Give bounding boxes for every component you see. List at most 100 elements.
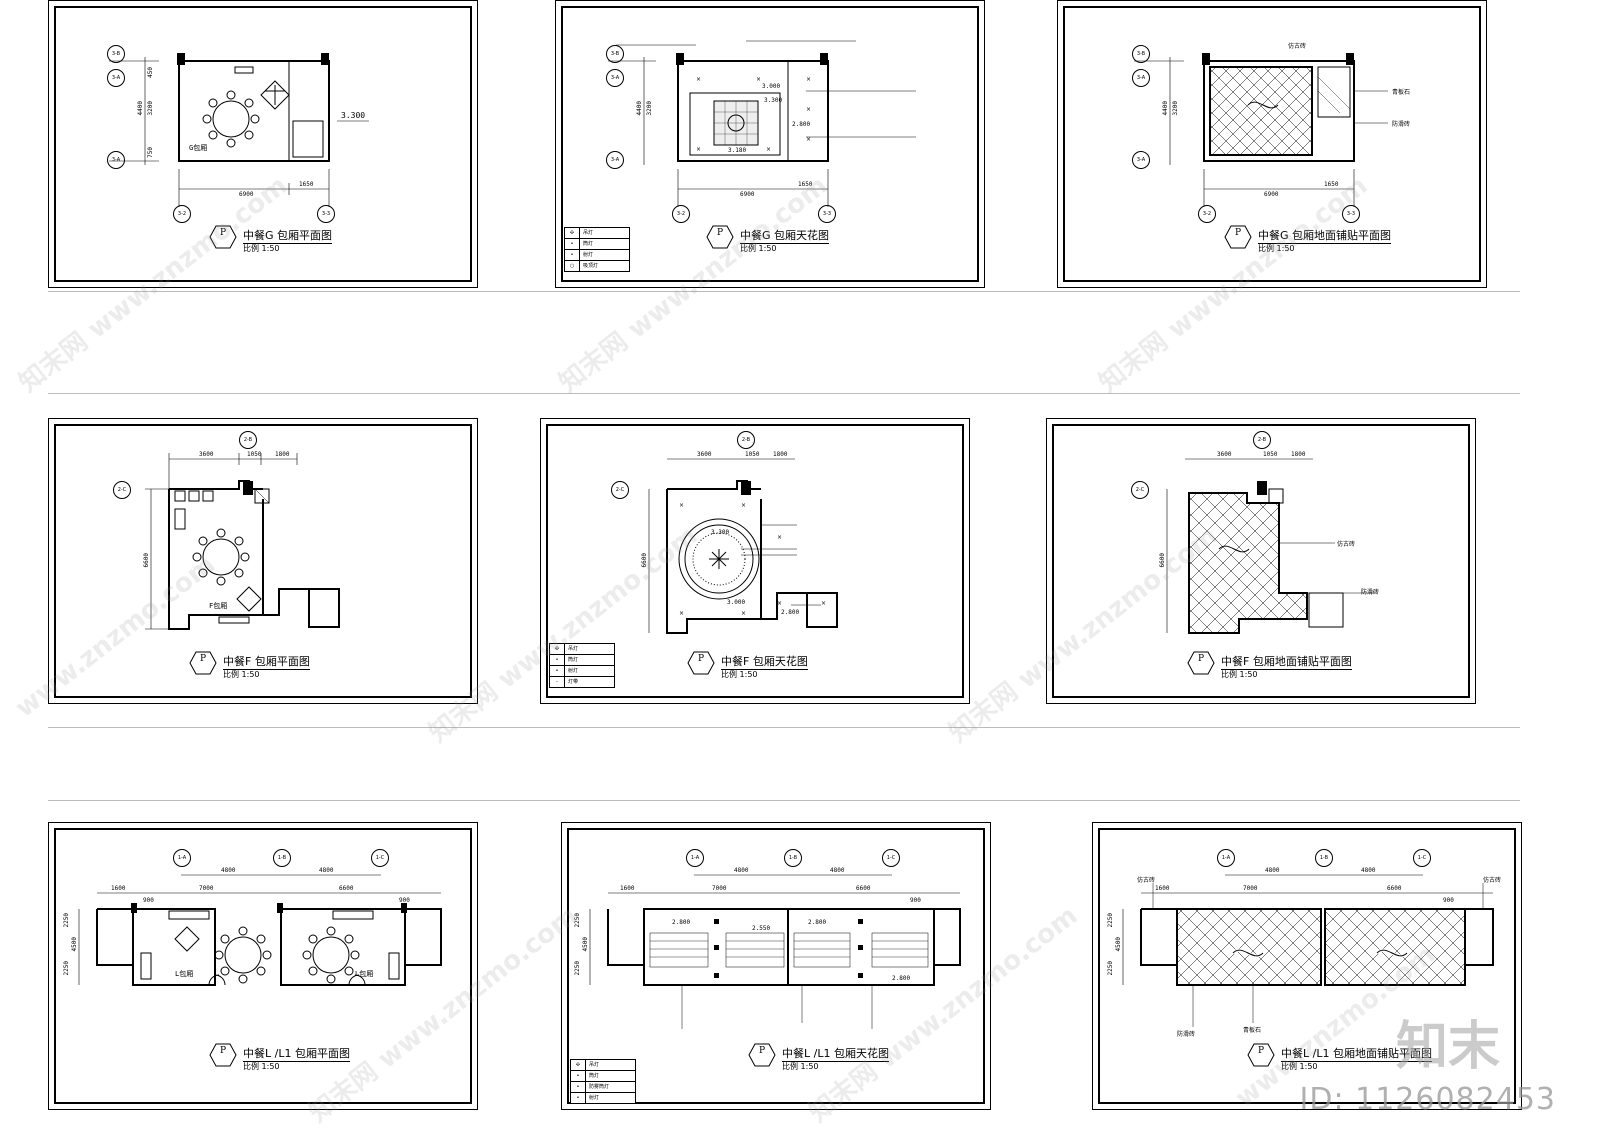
drawing-title: P 中餐F 包厢平面图 比例 1:50 — [189, 651, 310, 679]
dimension-label: 3600 — [199, 451, 214, 458]
drawing-title: P 中餐L /L1 包厢地面铺贴平面图 比例 1:50 — [1247, 1043, 1432, 1071]
axis-marker: 1-A — [173, 849, 191, 867]
dimension-label: 4500 — [582, 937, 589, 952]
sheet-l-ceiling: 1-A 1-B 1-C 4800 4800 1600 7000 6600 900… — [561, 822, 991, 1110]
dimension-label: 2250 — [63, 961, 70, 976]
dimension-label: 900 — [910, 897, 921, 904]
dimension-label: 3200 — [1172, 101, 1179, 116]
dimension-label: 3600 — [697, 451, 712, 458]
elevation-label: 3.000 — [762, 83, 781, 90]
row-separator — [48, 393, 1520, 394]
dimension-label: 4400 — [1162, 101, 1169, 116]
axis-marker: 3-2 — [1198, 205, 1216, 223]
axis-marker: 3-3 — [1342, 205, 1360, 223]
axis-marker: 3-3 — [818, 205, 836, 223]
dimension-label: 900 — [399, 897, 410, 904]
lighting-legend: ✣吊灯 •筒灯 •防雾筒灯 •射灯 — [570, 1059, 636, 1104]
elevation-label: 3.180 — [728, 147, 747, 154]
axis-marker: 1-C — [1413, 849, 1431, 867]
dimension-label: 4400 — [137, 101, 144, 116]
drawing-title: P 中餐G 包厢地面铺贴平面图 比例 1:50 — [1224, 225, 1392, 253]
elevation-label: 2.800 — [781, 609, 800, 616]
drawing-title: P 中餐L /L1 包厢平面图 比例 1:50 — [209, 1043, 350, 1071]
svg-text:×: × — [696, 76, 701, 83]
axis-marker: 3-A — [107, 69, 125, 87]
material-note: 青板石 — [1243, 1027, 1262, 1034]
axis-marker: 3-B — [107, 45, 125, 63]
dimension-label: 1800 — [275, 451, 290, 458]
drawing-title: P 中餐F 包厢地面铺贴平面图 比例 1:50 — [1187, 651, 1352, 679]
axis-marker: 3-2 — [672, 205, 690, 223]
floor-plan-drawing — [109, 53, 369, 207]
elevation-label: 2.800 — [792, 121, 811, 128]
dimension-label: 4500 — [1115, 937, 1122, 952]
row-separator — [48, 291, 1520, 292]
dimension-label: 6900 — [740, 191, 755, 198]
axis-marker: 3-B — [606, 45, 624, 63]
elevation-label: 3.300 — [764, 97, 783, 104]
dimension-label: 900 — [1443, 897, 1454, 904]
axis-marker: 3-A — [1132, 69, 1150, 87]
material-note: 防滑砖 — [1392, 121, 1411, 128]
floor-plan-drawing — [145, 453, 340, 630]
brand-logo: 知末 — [1395, 1016, 1500, 1077]
axis-marker: 3-A — [107, 151, 125, 169]
room-label: L包厢 — [175, 970, 194, 978]
floor-tile-drawing — [1166, 458, 1377, 634]
axis-marker: 1-B — [784, 849, 802, 867]
elevation-label: 2.800 — [808, 919, 827, 926]
dimension-label: 1600 — [111, 885, 126, 892]
room-label: L包厢 — [355, 970, 374, 978]
room-label: G包厢 — [189, 144, 208, 152]
dimension-label: 7000 — [712, 885, 727, 892]
dimension-label: 450 — [147, 67, 154, 78]
axis-marker: 1-B — [1315, 849, 1333, 867]
floor-plan-drawing — [78, 874, 442, 986]
dimension-label: 1050 — [745, 451, 760, 458]
dimension-label: 6600 — [1387, 885, 1402, 892]
dimension-label: 2250 — [63, 913, 70, 928]
drawing-title: P 中餐G 包厢天花图 比例 1:50 — [706, 225, 830, 253]
material-note: 防滑砖 — [1177, 1031, 1196, 1038]
svg-text:×: × — [741, 610, 746, 617]
dimension-label: 1600 — [1155, 885, 1170, 892]
dimension-label: 1050 — [1263, 451, 1278, 458]
sheet-g-ceiling: 3-B 3-A 3-A 3-2 3-3 ×××× ××× 4400 3200 6… — [555, 0, 985, 288]
dimension-label: 4800 — [1361, 867, 1376, 874]
axis-marker: 3-A — [606, 151, 624, 169]
ceiling-plan-drawing: ×××× ××× — [608, 40, 916, 207]
svg-text:×: × — [766, 146, 771, 153]
lighting-legend: ✣吊灯 •筒灯 •射灯 -灯带 — [549, 643, 615, 688]
dimension-label: 7000 — [1243, 885, 1258, 892]
floor-tile-drawing — [1134, 53, 1388, 207]
svg-text:×: × — [806, 76, 811, 83]
material-note: 仿古砖 — [1483, 877, 1502, 884]
axis-marker: 1-A — [1217, 849, 1235, 867]
elevation-label: 2.800 — [672, 919, 691, 926]
dimension-label: 6600 — [143, 553, 150, 568]
dimension-label: 3200 — [147, 101, 154, 116]
axis-marker: 2-C — [1131, 481, 1149, 499]
drawing-title: P 中餐L /L1 包厢天花图 比例 1:50 — [748, 1043, 889, 1071]
axis-marker: 3-A — [1132, 151, 1150, 169]
ceiling-plan-drawing: ×××× ××× — [648, 458, 838, 634]
axis-marker: 2-C — [611, 481, 629, 499]
floor-tile-drawing — [1122, 874, 1494, 1027]
axis-marker: 3-3 — [317, 205, 335, 223]
axis-marker: 2-C — [113, 481, 131, 499]
image-id-label: ID: 1126082453 — [1299, 1082, 1556, 1117]
svg-text:×: × — [679, 502, 684, 509]
svg-text:×: × — [756, 76, 761, 83]
axis-marker: 1-C — [371, 849, 389, 867]
dimension-label: 1050 — [247, 451, 262, 458]
drawing-title: P 中餐F 包厢天花图 比例 1:50 — [687, 651, 808, 679]
dimension-label: 1600 — [620, 885, 635, 892]
dimension-label: 6900 — [1264, 191, 1279, 198]
elevation-label: 2.550 — [752, 925, 771, 932]
svg-text:×: × — [741, 502, 746, 509]
sheet-f-floor: 2-B 2-C 3600 1050 1800 6600 仿古砖 防滑砖 P 中餐… — [1046, 418, 1476, 704]
axis-marker: 3-B — [1132, 45, 1150, 63]
sheet-l-floor: 1-A 1-B 1-C 4800 4800 1600 7000 6600 900… — [1092, 822, 1522, 1110]
dimension-label: 4800 — [830, 867, 845, 874]
dimension-label: 6900 — [239, 191, 254, 198]
